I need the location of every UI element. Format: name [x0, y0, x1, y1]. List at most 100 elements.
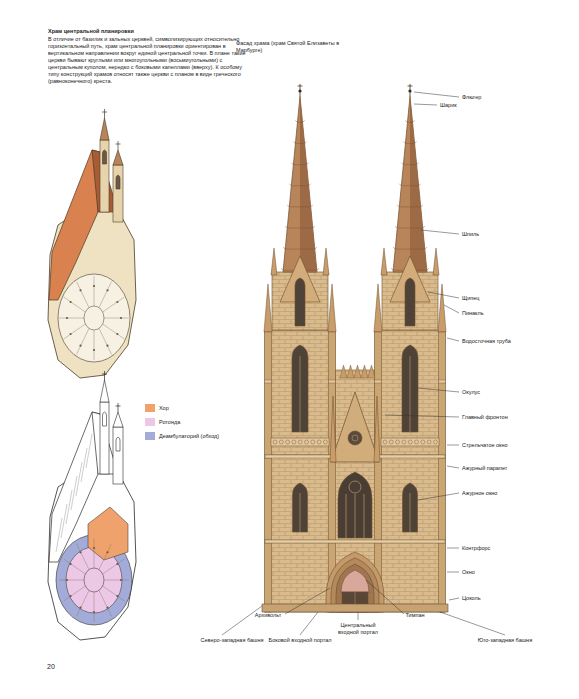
roof: [49, 150, 100, 300]
leader-line: [447, 572, 459, 573]
parapet-tracery: [292, 440, 296, 444]
buttress-step: [375, 380, 382, 383]
roof-hatch: [66, 490, 72, 524]
mullion: [300, 493, 301, 532]
leader-line: [366, 580, 404, 614]
spire-band: [403, 164, 416, 165]
spire-band: [297, 122, 302, 123]
crocket: [303, 120, 305, 122]
stage-window: [295, 278, 305, 326]
parapet: [381, 438, 439, 446]
figure-title: Фасад храма (храм Святой Елизаветы в Мар…: [236, 40, 366, 54]
vault-rib: [104, 580, 129, 581]
column: [93, 349, 95, 351]
column: [116, 301, 118, 303]
crocket: [395, 226, 397, 228]
parapet-tracery: [298, 440, 302, 444]
vault-rib: [64, 324, 86, 339]
tower: [100, 140, 109, 212]
leader-line: [414, 104, 437, 105]
stage-window: [405, 278, 415, 326]
vault-rib: [99, 328, 112, 354]
pinnacle: [323, 248, 329, 275]
buttress: [439, 332, 446, 612]
central-ring: [84, 568, 104, 592]
vault-rib: [59, 318, 84, 319]
part-label: Щипец: [462, 295, 479, 302]
column: [106, 345, 108, 347]
section-heading: Храм центральной планировки: [48, 28, 248, 35]
leader-line: [285, 588, 330, 614]
vault-rib: [99, 590, 112, 616]
tower-window: [103, 150, 107, 164]
crocket: [307, 163, 309, 165]
oculus-inner: [352, 435, 358, 441]
buttress-step: [329, 380, 336, 383]
part-label: Центральный входной портал: [333, 622, 383, 636]
church-cutaway: [48, 109, 136, 378]
leader-line: [444, 305, 459, 313]
vault-rib: [103, 586, 125, 601]
column: [79, 607, 81, 609]
vault-rib: [64, 559, 86, 574]
column: [70, 301, 72, 303]
pinnacle: [330, 396, 336, 462]
parapet-tracery: [408, 440, 412, 444]
crocket: [401, 163, 403, 165]
crocket: [391, 268, 393, 270]
crocket: [295, 120, 297, 122]
spire-band: [287, 228, 313, 229]
tower-spire: [100, 380, 109, 402]
legend-label: Деамбулаторий (обход): [159, 433, 219, 440]
weathervane: [298, 86, 303, 87]
part-label: Цоколь: [462, 595, 481, 602]
column: [70, 563, 72, 565]
column: [79, 345, 81, 347]
tympanum: [341, 570, 369, 592]
column: [116, 333, 118, 335]
leader-line: [428, 292, 459, 298]
parapet-tracery: [383, 440, 387, 444]
vault-rib: [103, 559, 125, 574]
finial-ball: [298, 89, 301, 92]
cross: [116, 144, 121, 145]
roof-hatch: [56, 518, 62, 552]
mullion: [364, 494, 365, 538]
spire-band: [289, 206, 310, 207]
pinnacle: [271, 248, 277, 275]
weathervane: [408, 86, 413, 87]
mullion: [355, 494, 356, 538]
crocket: [423, 226, 425, 228]
roof-hatch: [81, 448, 87, 482]
leader-lines: [222, 92, 505, 635]
spire-band: [405, 143, 414, 144]
part-label: Ажурное окно: [462, 490, 497, 497]
crocket: [281, 268, 283, 270]
pinnacle: [328, 284, 336, 332]
crocket: [283, 247, 285, 249]
vault-rib: [103, 324, 125, 339]
crocket: [413, 120, 415, 122]
vault-rib: [64, 586, 86, 601]
main-gable: [331, 392, 379, 462]
roof-hatch: [61, 504, 67, 538]
window-rose: [349, 481, 361, 493]
cathedral-facade: [262, 84, 448, 612]
vault-rib: [77, 328, 90, 354]
tower-window: [292, 345, 308, 432]
tower: [113, 165, 123, 222]
parapet: [271, 438, 329, 446]
tower-window: [103, 412, 107, 426]
crocket: [317, 268, 319, 270]
crocket: [427, 268, 429, 270]
part-label: Окулус: [462, 389, 480, 396]
column: [70, 333, 72, 335]
tower: [113, 427, 123, 484]
parapet-tracery: [433, 440, 437, 444]
parapet-tracery: [311, 440, 315, 444]
oculus: [348, 431, 362, 445]
vault-rib: [94, 592, 95, 622]
cross: [104, 371, 105, 380]
crocket: [419, 184, 421, 186]
crocket: [293, 142, 295, 144]
